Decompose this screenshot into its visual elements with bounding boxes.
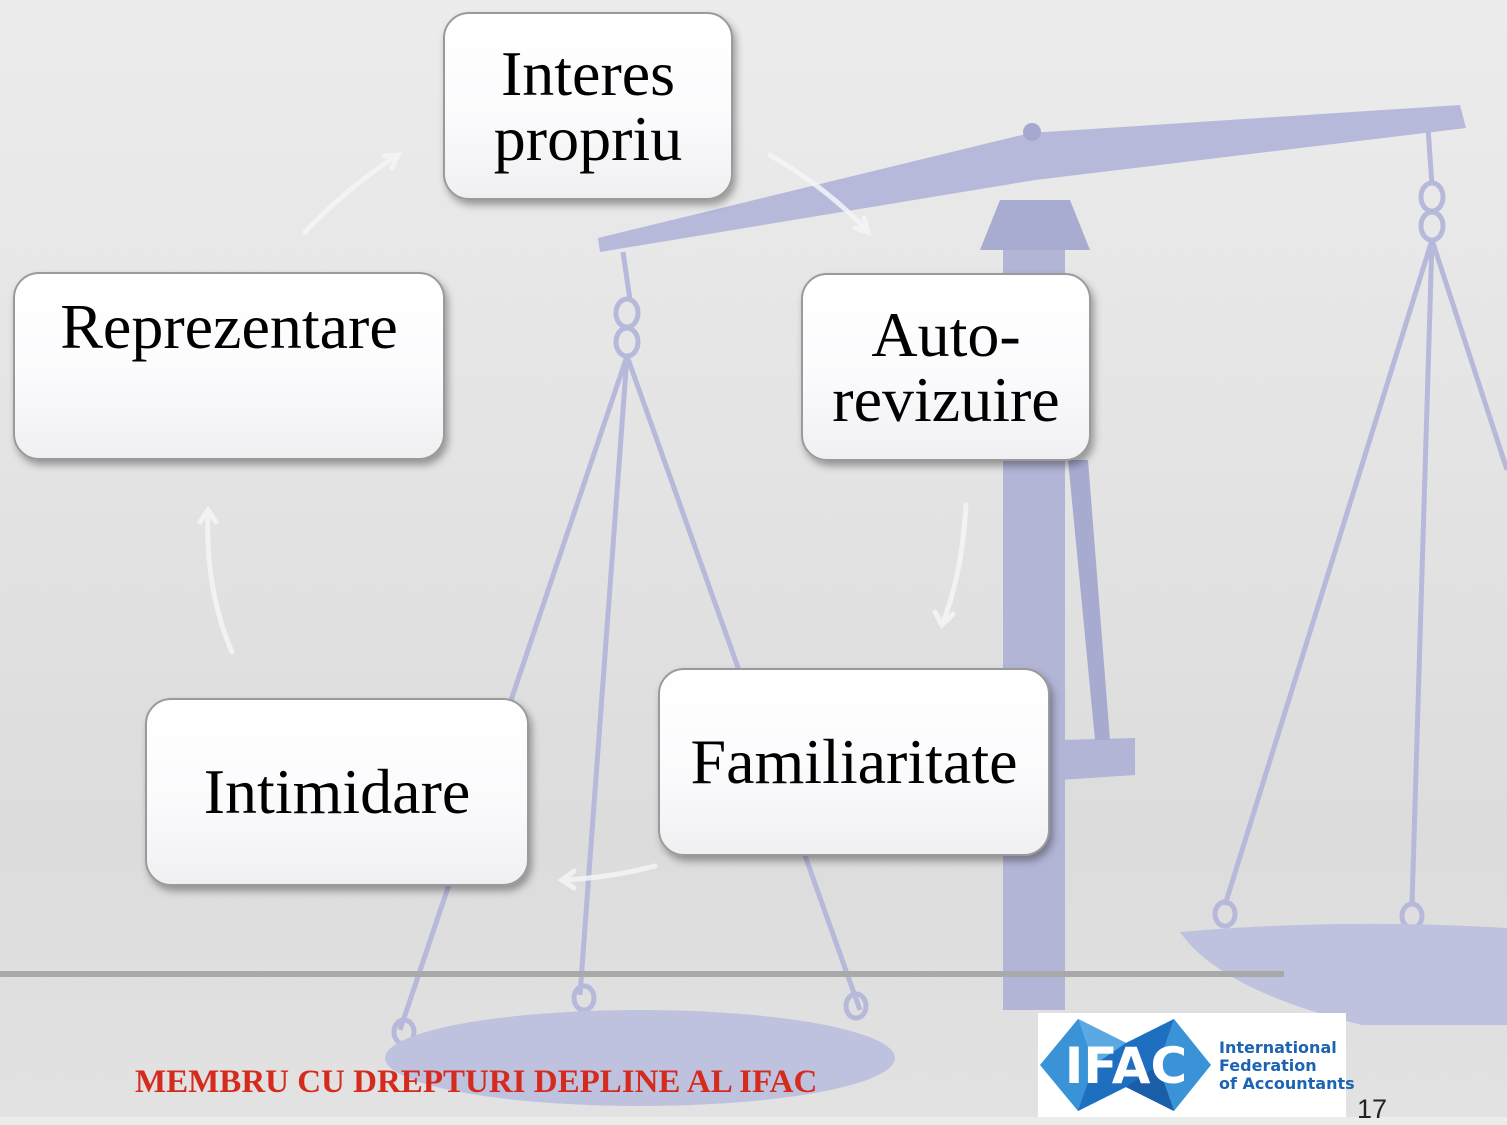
left-pan-dish (385, 1010, 895, 1106)
node-interes-propriu-label: Interes propriu (493, 37, 683, 174)
left-pan (391, 251, 869, 1047)
ifac-logo-acronym: IFAC (1065, 1037, 1187, 1095)
cycle-arrows (197, 152, 969, 891)
page-number: 17 (1357, 1094, 1388, 1124)
ifac-logo-line1: International (1219, 1038, 1337, 1057)
right-pan (1212, 127, 1507, 931)
node-reprezentare: Reprezentare (13, 272, 445, 460)
node-auto-revizuire-label: Auto- revizuire (832, 298, 1060, 435)
footer-membership-text: MEMBRU CU DREPTURI DEPLINE AL IFAC (135, 1064, 818, 1100)
arrow-fam-to-intim (559, 863, 658, 883)
node-intimidare: Intimidare (145, 698, 529, 886)
arrow-auto-to-fam (939, 502, 969, 628)
ifac-logo-icon: IFAC (1040, 1019, 1211, 1111)
arrow-repr-to-interes (302, 152, 401, 235)
scale-beam (598, 105, 1466, 252)
node-auto-revizuire: Auto- revizuire (801, 273, 1091, 461)
node-intimidare-label: Intimidare (203, 756, 471, 828)
node-reprezentare-label: Reprezentare (60, 291, 398, 362)
ifac-logo-line3: of Accountants (1219, 1074, 1355, 1093)
node-familiaritate: Familiaritate (658, 668, 1050, 856)
node-familiaritate-label: Familiaritate (690, 726, 1018, 798)
arrow-interes-to-auto (767, 152, 871, 235)
right-pan-dish (1180, 923, 1507, 1025)
footer-divider (0, 971, 1284, 977)
ifac-logo-wordmark: International Federation of Accountants (1219, 1039, 1355, 1093)
ifac-logo-line2: Federation (1219, 1056, 1317, 1075)
ifac-logo: IFAC International Federation of Account… (1038, 1013, 1355, 1117)
arrow-intim-to-repr (205, 507, 235, 655)
node-interes-propriu: Interes propriu (443, 12, 733, 200)
